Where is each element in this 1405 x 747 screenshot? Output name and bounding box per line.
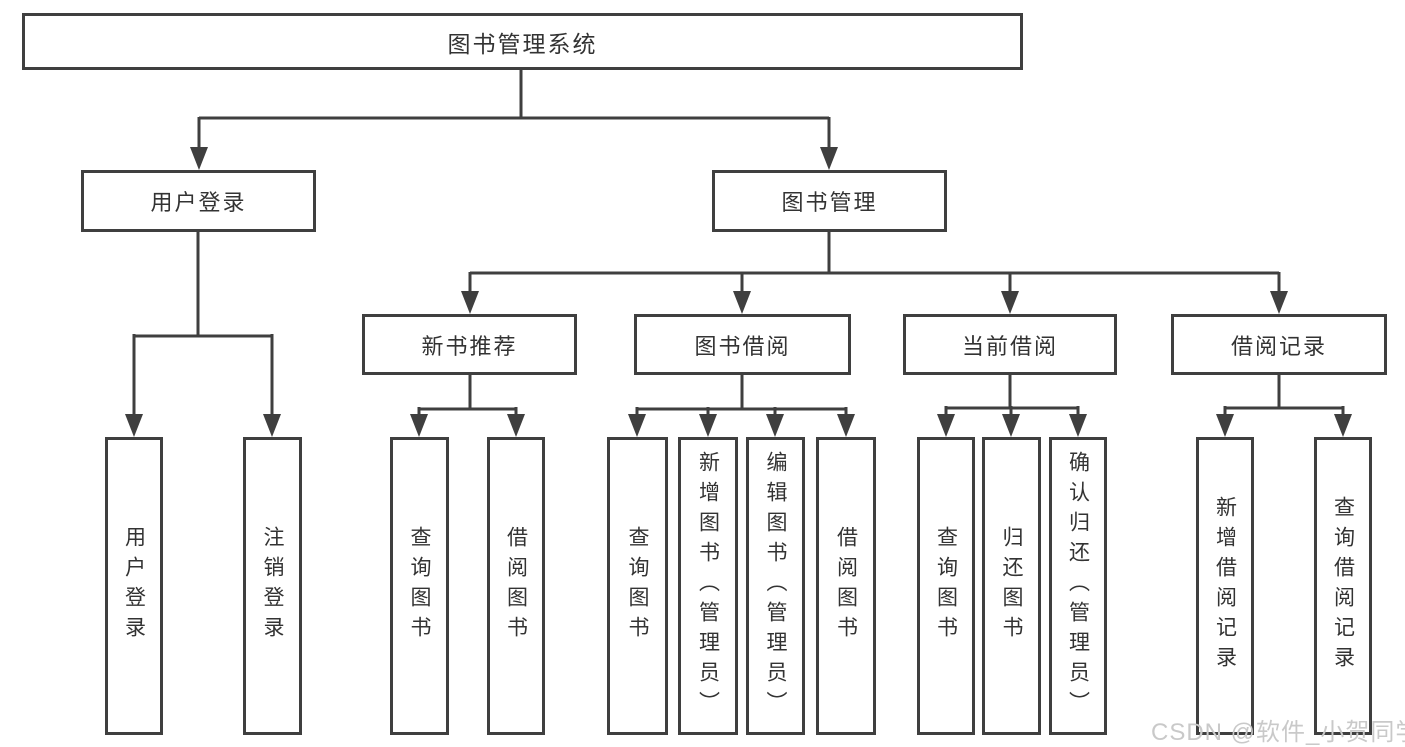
leaf-label: 编辑图书（管理员） (764, 451, 787, 721)
leaf-return-book: 归还图书 (982, 437, 1041, 735)
leaf-label: 注销登录 (261, 526, 284, 646)
node-library-management-system: 图书管理系统 (22, 13, 1023, 70)
leaf-label: 新增图书（管理员） (696, 451, 720, 721)
leaf-label: 用户登录 (122, 526, 146, 646)
node-label: 用户登录 (150, 190, 247, 215)
leaf-edit-book-admin: 编辑图书（管理员） (746, 437, 805, 735)
leaf-user-login: 用户登录 (105, 437, 163, 735)
node-label: 图书管理 (781, 190, 878, 215)
leaf-label: 查询图书 (934, 526, 958, 646)
node-book-borrowing: 图书借阅 (634, 314, 851, 375)
leaf-confirm-return-admin: 确认归还（管理员） (1049, 437, 1107, 735)
node-label: 新书推荐 (421, 333, 518, 359)
leaf-query-books-borrow: 查询图书 (607, 437, 668, 735)
node-user-login-branch: 用户登录 (81, 170, 316, 232)
leaf-label: 查询图书 (626, 526, 649, 646)
leaf-label: 借阅图书 (504, 526, 528, 646)
leaf-label: 归还图书 (1000, 526, 1023, 646)
leaf-logout: 注销登录 (243, 437, 302, 735)
leaf-borrow-books: 借阅图书 (816, 437, 876, 735)
leaf-query-books-recommend: 查询图书 (390, 437, 449, 735)
leaf-label: 借阅图书 (834, 526, 858, 646)
leaf-label: 查询借阅记录 (1331, 496, 1355, 676)
node-label: 当前借阅 (961, 333, 1058, 359)
node-current-borrowing: 当前借阅 (903, 314, 1117, 375)
node-label: 借阅记录 (1230, 333, 1327, 359)
leaf-label: 确认归还（管理员） (1066, 451, 1090, 721)
leaf-query-books-current: 查询图书 (917, 437, 975, 735)
leaf-add-book-admin: 新增图书（管理员） (678, 437, 738, 735)
node-label: 图书借阅 (694, 333, 791, 359)
node-label: 图书管理系统 (447, 30, 598, 57)
leaf-borrow-books-recommend: 借阅图书 (487, 437, 545, 735)
node-new-book-recommend: 新书推荐 (362, 314, 577, 375)
node-borrowing-records: 借阅记录 (1171, 314, 1387, 375)
leaf-label: 新增借阅记录 (1213, 496, 1237, 676)
csdn-watermark: CSDN @软件_小贺同学 (1151, 719, 1405, 746)
leaf-query-borrow-record: 查询借阅记录 (1314, 437, 1372, 735)
leaf-add-borrow-record: 新增借阅记录 (1196, 437, 1254, 735)
leaf-label: 查询图书 (408, 526, 431, 646)
node-book-management-branch: 图书管理 (712, 170, 947, 232)
